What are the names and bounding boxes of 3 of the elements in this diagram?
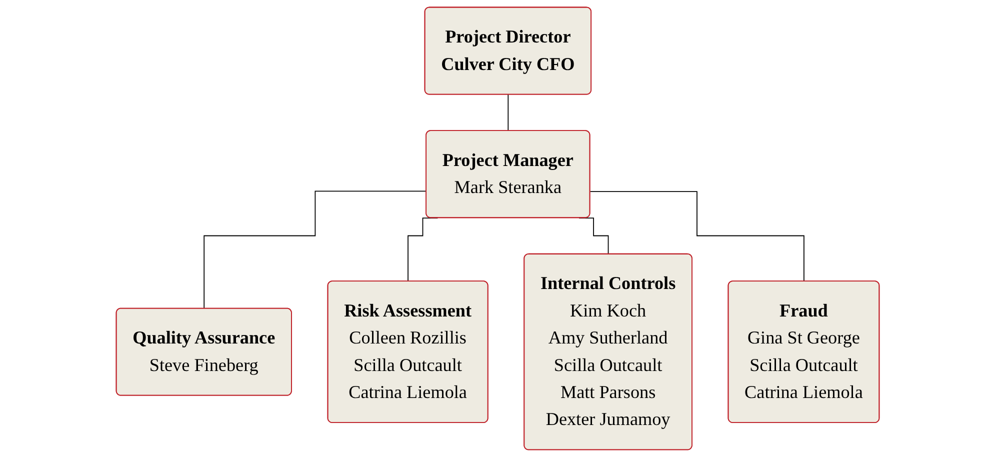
connector (204, 190, 428, 310)
connector (590, 191, 805, 282)
connector (508, 94, 510, 132)
